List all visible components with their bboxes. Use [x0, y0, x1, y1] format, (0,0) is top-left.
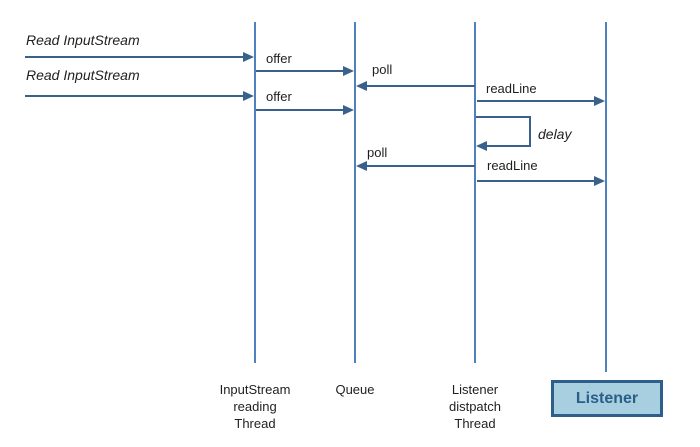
message-arrow-poll-1: [367, 85, 475, 87]
message-label-poll-1: poll: [372, 62, 393, 77]
message-label-delay: delay: [538, 126, 572, 142]
self-loop-bottom-line: [487, 145, 531, 147]
message-arrow-readline-2: [477, 180, 594, 182]
lifeline-inputstream-reading-thread: [254, 22, 256, 363]
arrowhead-right-icon: [594, 96, 605, 106]
message-label-offer-2: offer: [266, 89, 292, 104]
participant-label-line: Thread: [454, 416, 496, 431]
participant-label-line: Thread: [234, 416, 276, 431]
message-label-poll-2: poll: [367, 145, 388, 160]
message-label-read-inputstream-1: Read InputStream: [26, 32, 140, 48]
participant-label-queue: Queue: [295, 381, 415, 398]
arrowhead-left-icon: [356, 81, 367, 91]
arrowhead-right-icon: [343, 66, 354, 76]
participant-label-line: InputStream: [219, 382, 291, 397]
self-loop-top-line: [476, 116, 531, 118]
listener-box-label: Listener: [575, 389, 639, 407]
participant-label-line: reading: [233, 399, 277, 414]
message-arrow-readline-1: [477, 100, 594, 102]
arrowhead-left-icon: [356, 161, 367, 171]
message-arrow-read-inputstream-2: [25, 95, 243, 97]
arrowhead-right-icon: [243, 91, 254, 101]
arrowhead-right-icon: [594, 176, 605, 186]
participant-label-line: Queue: [335, 382, 375, 397]
lifeline-listener-dispatch-thread: [474, 22, 476, 363]
lifeline-queue: [354, 22, 356, 363]
message-arrow-offer-2: [256, 109, 343, 111]
message-label-readline-2: readLine: [487, 158, 538, 173]
message-label-read-inputstream-2: Read InputStream: [26, 67, 140, 83]
participant-label-line: Listener: [451, 382, 499, 397]
participant-label-line: distpatch: [448, 399, 502, 414]
arrowhead-left-icon: [476, 141, 487, 151]
arrowhead-right-icon: [343, 105, 354, 115]
listener-box: Listener: [551, 380, 663, 417]
lifeline-listener: [605, 22, 607, 372]
participant-label-inputstream-reading-thread: InputStream reading Thread: [195, 381, 315, 432]
message-arrow-read-inputstream-1: [25, 56, 243, 58]
participant-label-listener-dispatch-thread: Listener distpatch Thread: [415, 381, 535, 432]
message-arrow-offer-1: [256, 70, 343, 72]
arrowhead-right-icon: [243, 52, 254, 62]
message-label-readline-1: readLine: [486, 81, 537, 96]
message-arrow-poll-2: [367, 165, 475, 167]
self-loop-right-line: [529, 116, 531, 147]
message-label-offer-1: offer: [266, 51, 292, 66]
